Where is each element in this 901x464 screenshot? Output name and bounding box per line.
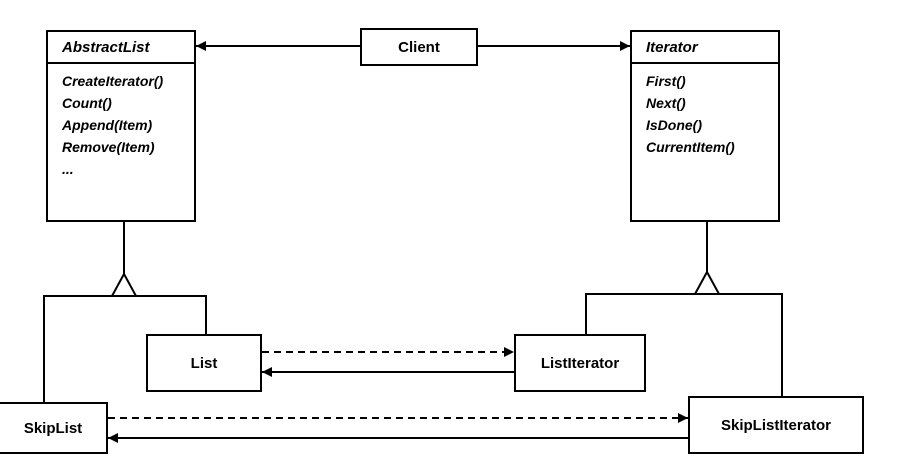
abstractlist-op-createiterator: CreateIterator() — [62, 73, 164, 89]
abstractlist-operations: CreateIterator() Count() Append(Item) Re… — [48, 64, 194, 180]
iterator-operations: First() Next() IsDone() CurrentItem() — [632, 64, 778, 158]
iterator-op-first: First() — [646, 73, 686, 89]
client-class: Client — [360, 28, 478, 66]
skiplistiterator-class: SkipListIterator — [688, 396, 864, 454]
skiplist-class: SkipList — [0, 402, 108, 454]
iterator-op-isdone: IsDone() — [646, 117, 702, 133]
iterator-name: Iterator — [632, 32, 778, 64]
abstractlist-op-append: Append(Item) — [62, 117, 153, 133]
iterator-class: Iterator First() Next() IsDone() Current… — [630, 30, 780, 222]
abstractlist-name: AbstractList — [48, 32, 194, 64]
iterator-op-next: Next() — [646, 95, 686, 111]
iterator-inheritance — [585, 222, 783, 396]
list-class: List — [146, 334, 262, 392]
abstractlist-inheritance — [43, 222, 207, 402]
abstractlist-op-count: Count() — [62, 95, 112, 111]
listiterator-class: ListIterator — [514, 334, 646, 392]
iterator-op-currentitem: CurrentItem() — [646, 139, 735, 155]
abstractlist-class: AbstractList CreateIterator() Count() Ap… — [46, 30, 196, 222]
abstractlist-op-ellipsis: ... — [62, 161, 74, 177]
abstractlist-op-remove: Remove(Item) — [62, 139, 155, 155]
